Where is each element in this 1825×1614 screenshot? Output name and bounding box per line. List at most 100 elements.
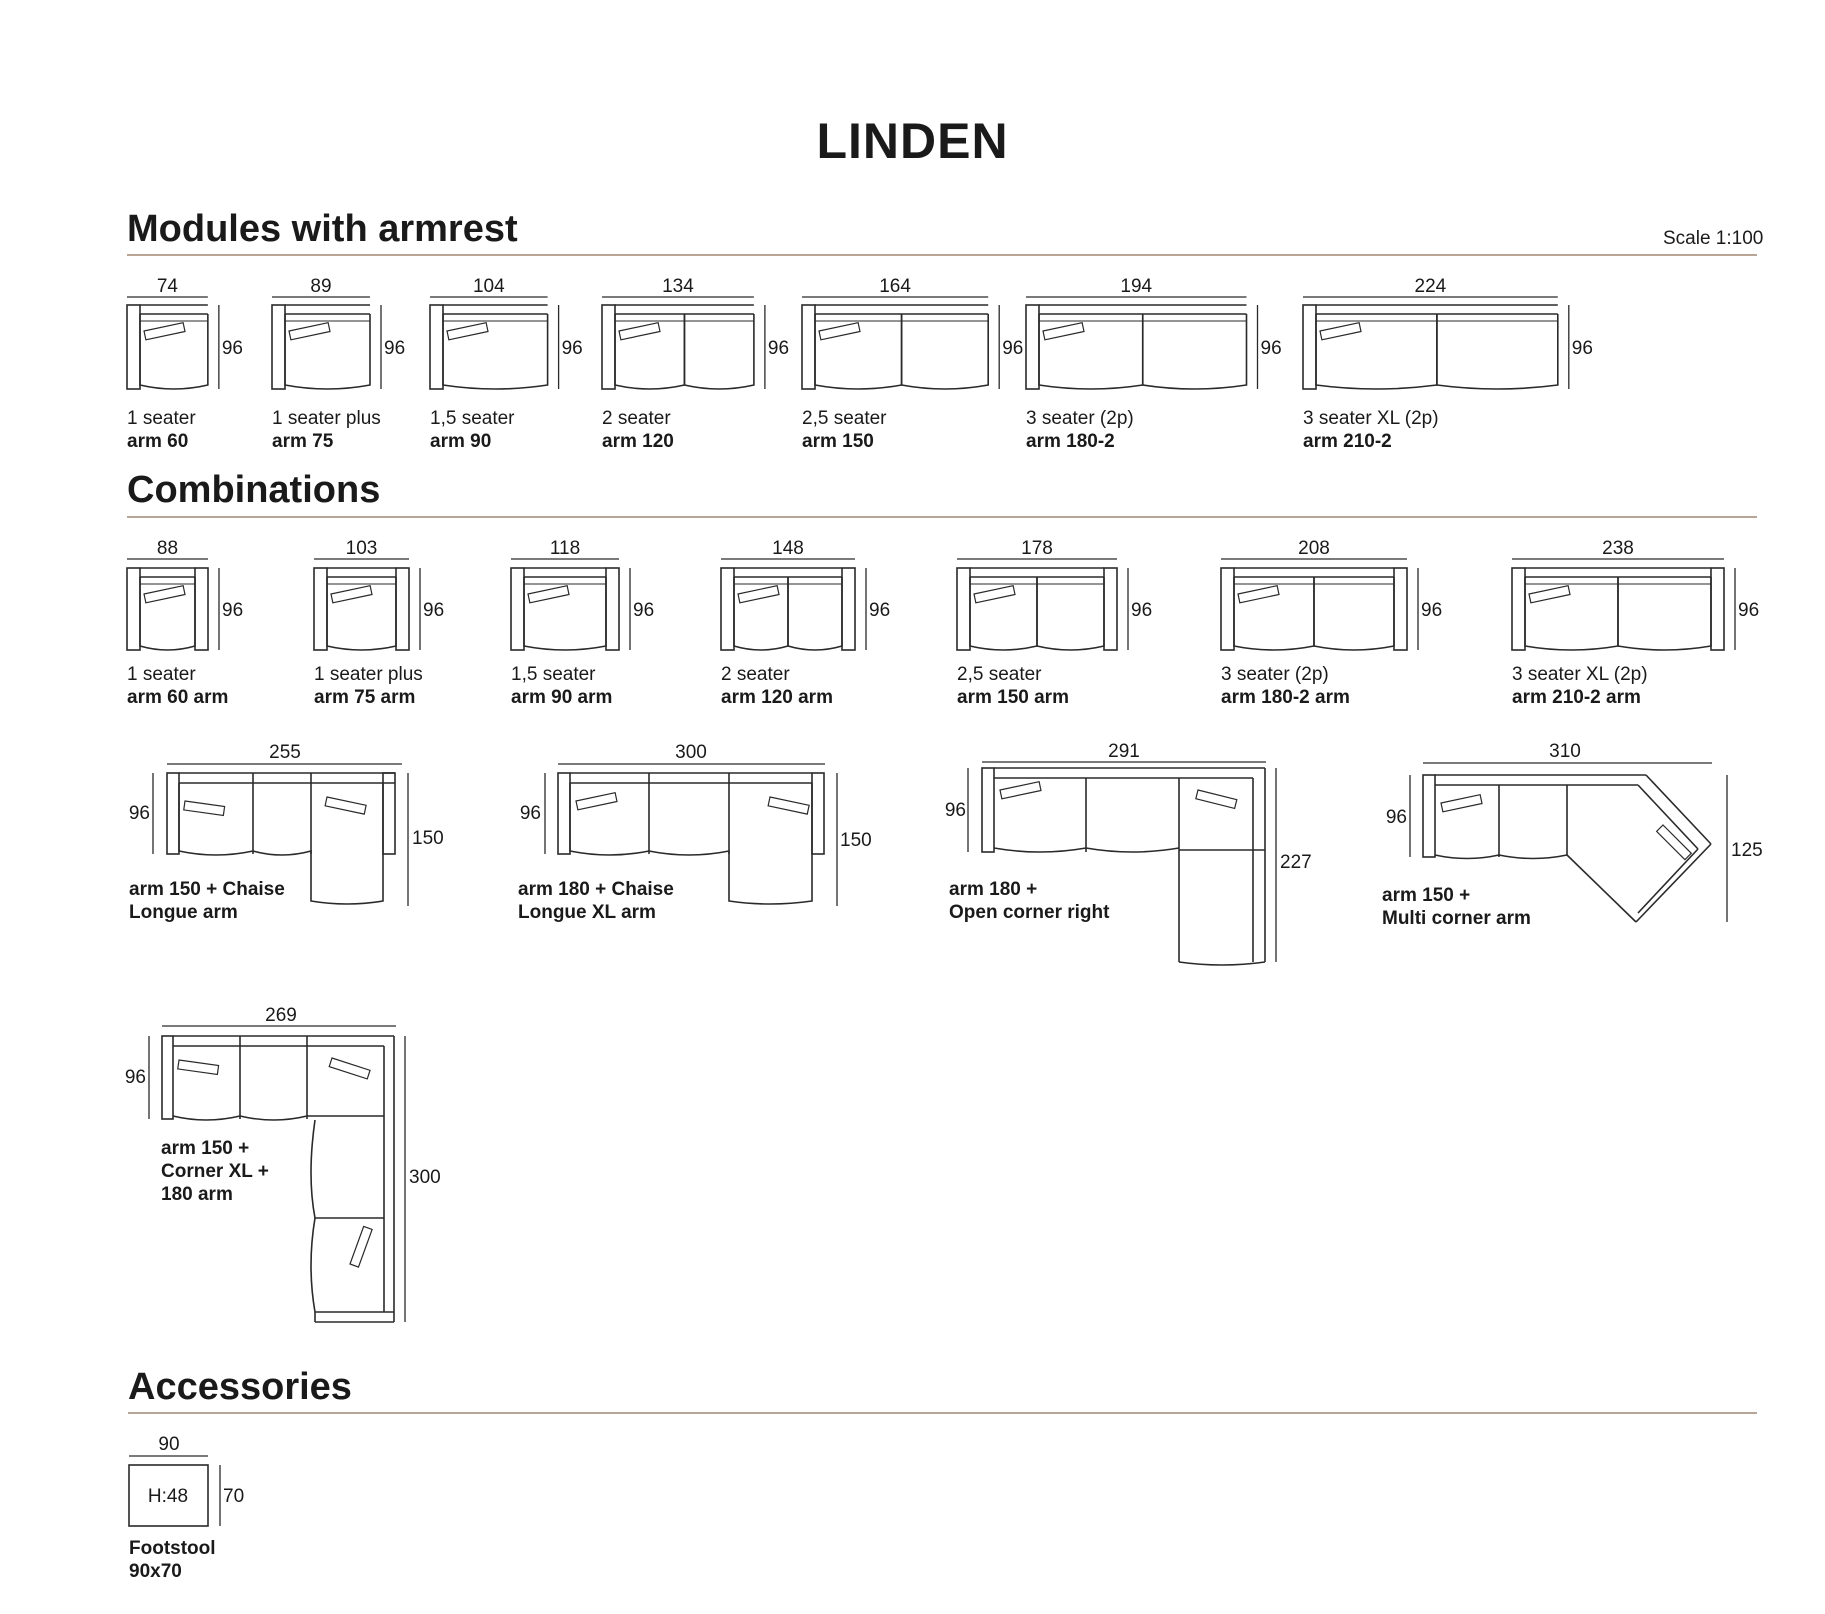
corner-caption-line: Multi corner arm <box>1382 908 1531 929</box>
module-name: 1 seater plus <box>272 408 381 429</box>
depth-dimension: 96 <box>562 338 583 359</box>
depth-dimension: 96 <box>945 800 966 821</box>
module-name: 1 seater <box>127 408 196 429</box>
corner-caption: arm 150 +Multi corner arm <box>1382 884 1531 930</box>
width-dimension: 208 <box>1298 538 1330 559</box>
corner-caption-line: Longue XL arm <box>518 902 656 923</box>
combination-name: 2,5 seater <box>957 664 1042 685</box>
combination-code: arm 150 arm <box>957 687 1069 708</box>
depth-dimension: 96 <box>384 338 405 359</box>
length-dimension: 150 <box>412 828 444 849</box>
combination-code: arm 75 arm <box>314 687 416 708</box>
section-title-modules: Modules with armrest <box>127 208 518 250</box>
combination-code: arm 90 arm <box>511 687 613 708</box>
scale-label: Scale 1:100 <box>1663 228 1764 249</box>
depth-dimension: 96 <box>129 803 150 824</box>
module-code: arm 150 <box>802 431 874 452</box>
length-dimension: 227 <box>1280 852 1312 873</box>
depth-dimension: 96 <box>633 600 654 621</box>
corner-caption-line: 180 arm <box>161 1184 233 1205</box>
combination-caption: 3 seater XL (2p)arm 210-2 arm <box>1512 663 1648 709</box>
accessory-name: Footstool <box>129 1538 216 1559</box>
width-dimension: 238 <box>1602 538 1634 559</box>
module-name: 1,5 seater <box>430 408 515 429</box>
depth-dimension: 96 <box>1421 600 1442 621</box>
depth-dimension: 96 <box>520 803 541 824</box>
combination-drawing: 103 96 <box>313 538 444 651</box>
section-title-accessories: Accessories <box>128 1366 352 1408</box>
module-code: arm 120 <box>602 431 674 452</box>
length-dimension: 125 <box>1731 840 1763 861</box>
module-name: 3 seater (2p) <box>1026 408 1134 429</box>
depth-dimension: 96 <box>423 600 444 621</box>
module-caption: 3 seater XL (2p)arm 210-2 <box>1303 407 1439 453</box>
combination-code: arm 60 arm <box>127 687 229 708</box>
module-caption: 3 seater (2p)arm 180-2 <box>1026 407 1134 453</box>
depth-dimension: 96 <box>768 338 789 359</box>
corner-caption-line: arm 180 + <box>949 879 1038 900</box>
section-divider <box>128 1412 1757 1414</box>
width-dimension: 194 <box>1120 276 1152 297</box>
section-title-combinations: Combinations <box>127 469 381 511</box>
corner-caption-line: arm 150 + <box>1382 885 1471 906</box>
corner-caption: arm 180 +Open corner right <box>949 878 1109 924</box>
width-dimension: 74 <box>157 276 179 297</box>
combination-name: 1 seater plus <box>314 664 423 685</box>
corner-drawing-open: 291 96 227 <box>945 741 1312 966</box>
corner-drawing-chaise-xl: 300 96 150 <box>520 742 872 906</box>
width-dimension: 103 <box>346 538 378 559</box>
width-dimension: 88 <box>157 538 178 559</box>
accessory-size: 90x70 <box>129 1561 182 1582</box>
width-dimension: 118 <box>550 538 580 559</box>
width-dimension: 89 <box>310 276 331 297</box>
width-dimension: 224 <box>1415 276 1447 297</box>
depth-dimension: 96 <box>1131 600 1152 621</box>
section-divider <box>127 516 1757 518</box>
combination-drawing: 238 96 <box>1511 538 1759 651</box>
width-dimension: 90 <box>158 1434 179 1455</box>
combination-drawing: 118 96 <box>510 538 654 651</box>
length-dimension: 150 <box>840 830 872 851</box>
corner-caption-line: Longue arm <box>129 902 238 923</box>
width-dimension: 104 <box>473 276 505 297</box>
width-dimension: 310 <box>1549 741 1581 762</box>
module-drawing: 194 96 <box>1025 276 1282 390</box>
width-dimension: 291 <box>1108 741 1140 762</box>
module-code: arm 90 <box>430 431 492 452</box>
depth-dimension: 96 <box>1261 338 1282 359</box>
combination-name: 1 seater <box>127 664 196 685</box>
combination-name: 3 seater (2p) <box>1221 664 1329 685</box>
page-title: LINDEN <box>816 113 1009 169</box>
module-code: arm 210-2 <box>1303 431 1392 452</box>
combination-caption: 3 seater (2p)arm 180-2 arm <box>1221 663 1350 709</box>
width-dimension: 300 <box>675 742 707 763</box>
combination-code: arm 120 arm <box>721 687 833 708</box>
width-dimension: 269 <box>265 1005 297 1026</box>
width-dimension: 178 <box>1021 538 1053 559</box>
module-code: arm 75 <box>272 431 334 452</box>
combination-code: arm 210-2 arm <box>1512 687 1641 708</box>
corner-caption-line: arm 180 + Chaise <box>518 879 674 900</box>
height-label: H:48 <box>148 1486 188 1507</box>
corner-caption-line: Corner XL + <box>161 1161 269 1182</box>
depth-dimension: 96 <box>1738 600 1759 621</box>
width-dimension: 134 <box>662 276 694 297</box>
